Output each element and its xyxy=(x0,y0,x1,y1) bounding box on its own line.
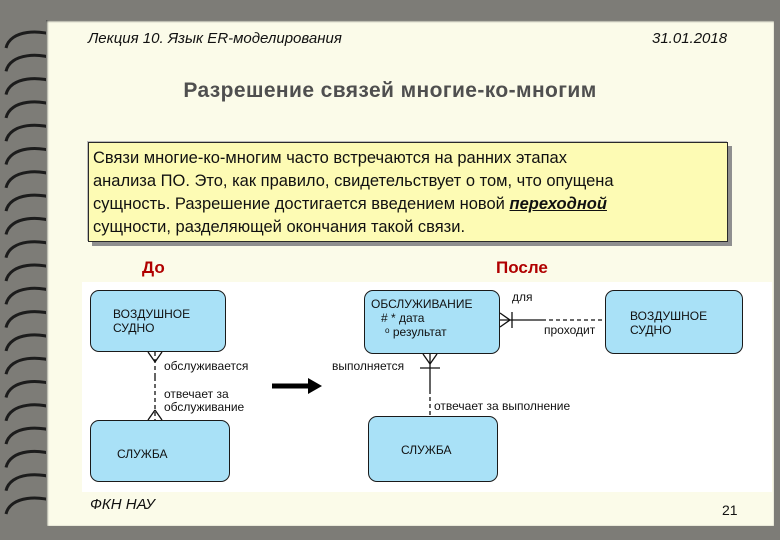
text-line: анализа ПО. Это, как правило, свидетельс… xyxy=(93,172,614,190)
text-line: сущности, разделяющей окончания такой св… xyxy=(93,218,466,236)
entity-attribute: # * дата xyxy=(381,311,425,325)
entity-label: ВОЗДУШНОЕ xyxy=(630,309,708,323)
entity-service-before: СЛУЖБА xyxy=(90,420,230,482)
rel-responsible-performance: отвечает за выполнение xyxy=(434,399,571,413)
crowfoot xyxy=(499,319,511,328)
entity-maintenance: ОБСЛУЖИВАНИЕ # * дата ᵒ результат xyxy=(364,290,500,354)
er-diagram: ВОЗДУШНОЕ СУДНО обслуживается отвечает з… xyxy=(82,282,772,492)
entity-attribute: ᵒ результат xyxy=(385,325,447,339)
description-box: Связи многие-ко-многим часто встречаются… xyxy=(88,142,728,242)
rel-responsible-2: обслуживание xyxy=(164,400,245,414)
crowfoot xyxy=(429,353,438,365)
rel-performed: выполняется xyxy=(332,359,405,373)
rel-serviced: обслуживается xyxy=(164,359,249,373)
entity-aircraft-after: ВОЗДУШНОЕ СУДНО xyxy=(605,290,743,354)
entity-label: СЛУЖБА xyxy=(401,443,452,457)
crowfoot xyxy=(154,351,163,363)
text-span: сущность. Разрешение достигается введени… xyxy=(93,195,510,213)
entity-service-after: СЛУЖБА xyxy=(368,416,498,482)
footer-org: ФКН НАУ xyxy=(90,496,155,513)
crowfoot xyxy=(422,353,431,365)
entity-label: ОБСЛУЖИВАНИЕ xyxy=(371,297,473,311)
rel-passes: проходит xyxy=(544,323,596,337)
before-label: До xyxy=(142,258,165,277)
crowfoot xyxy=(499,312,511,321)
entity-aircraft-before: ВОЗДУШНОЕ СУДНО xyxy=(90,290,226,352)
entity-label: СУДНО xyxy=(630,323,672,337)
transform-arrow xyxy=(272,378,322,394)
crowfoot xyxy=(154,409,163,421)
rel-responsible-1: отвечает за xyxy=(164,387,229,401)
entity-label: СУДНО xyxy=(113,321,155,335)
slide-title: Разрешение связей многие-ко-многим xyxy=(183,79,597,102)
emphasis-term: переходной xyxy=(509,195,607,213)
entity-label: ВОЗДУШНОЕ xyxy=(113,307,191,321)
text-line: сущность. Разрешение достигается введени… xyxy=(93,193,727,216)
text-line: Связи многие-ко-многим часто встречаются… xyxy=(93,149,567,167)
page-number: 21 xyxy=(722,502,738,518)
diagram-lines xyxy=(147,312,605,421)
after-label: После xyxy=(496,258,548,277)
entity-label: СЛУЖБА xyxy=(117,447,168,461)
lecture-title: Лекция 10. Язык ER-моделирования xyxy=(88,30,342,47)
slide-date: 31.01.2018 xyxy=(652,30,728,47)
rel-for: для xyxy=(512,290,533,304)
crowfoot xyxy=(147,409,156,421)
crowfoot xyxy=(147,351,156,363)
